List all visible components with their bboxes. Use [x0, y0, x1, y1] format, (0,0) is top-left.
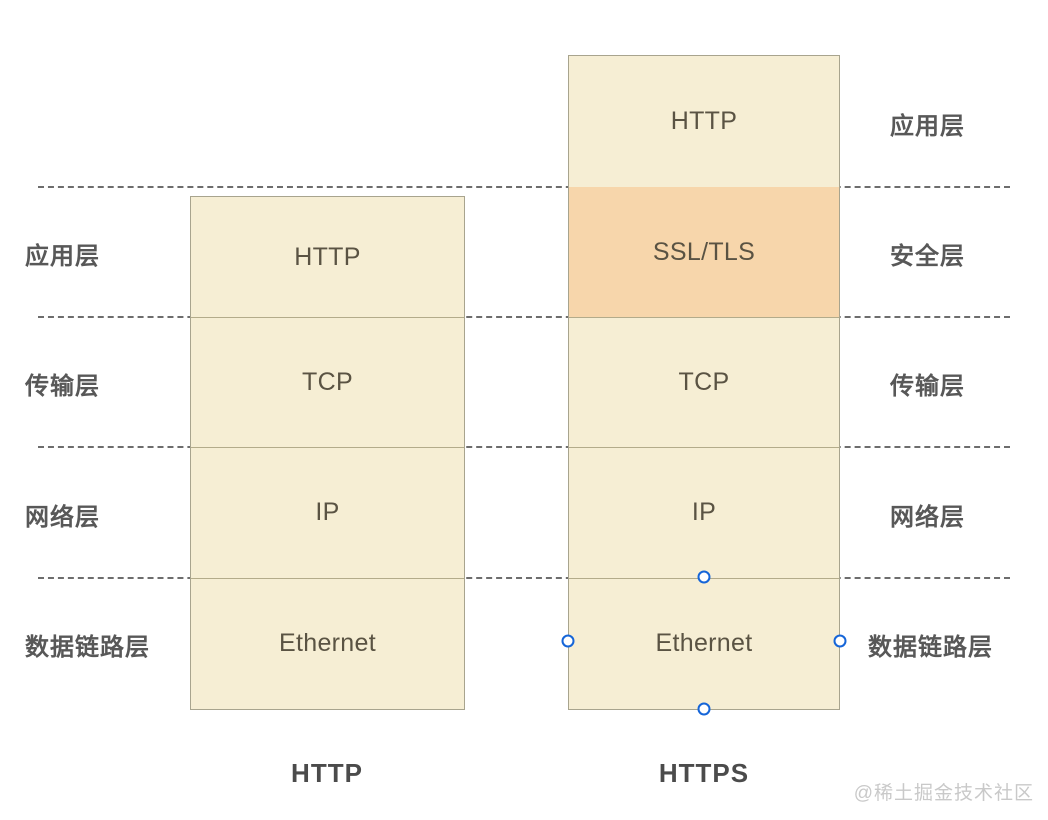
selection-handle-top[interactable] — [697, 570, 711, 584]
selection-handle-right[interactable] — [833, 634, 847, 648]
selection-handle-left[interactable] — [561, 634, 575, 648]
https-stack-layer-ssl-tls[interactable]: SSL/TLS — [569, 187, 839, 317]
https-stack-layer-tcp[interactable]: TCP — [678, 367, 730, 396]
right-label-network: 网络层 — [890, 504, 965, 531]
https-stack-layer-ethernet[interactable]: Ethernet — [655, 629, 753, 657]
left-label-application: 应用层 — [25, 243, 100, 270]
watermark-text: @稀土掘金技术社区 — [853, 783, 1034, 804]
https-protocol-stack[interactable]: HTTP SSL/TLS TCP IP Ethernet — [568, 55, 840, 710]
divider-line-3 — [38, 446, 1010, 448]
left-label-transport: 传输层 — [25, 373, 100, 400]
http-stack-layer-tcp[interactable]: TCP — [302, 367, 353, 396]
left-label-datalink: 数据链路层 — [25, 634, 150, 661]
caption-http: HTTP — [291, 758, 363, 788]
selection-handle-bottom[interactable] — [697, 702, 711, 716]
https-stack-layer-ip[interactable]: IP — [691, 498, 717, 526]
divider-line-2 — [38, 316, 1010, 318]
https-stack-separator-3 — [569, 447, 839, 448]
http-stack-separator-2 — [191, 447, 464, 448]
right-label-security: 安全层 — [890, 243, 965, 270]
http-protocol-stack[interactable]: HTTP TCP IP Ethernet — [190, 196, 465, 710]
right-label-datalink: 数据链路层 — [868, 634, 993, 661]
left-label-network: 网络层 — [25, 504, 100, 531]
https-stack-separator-2 — [569, 317, 839, 318]
http-stack-layer-ip[interactable]: IP — [315, 498, 340, 526]
right-label-application: 应用层 — [890, 113, 965, 140]
right-label-transport: 传输层 — [890, 373, 965, 400]
http-stack-separator-3 — [191, 578, 464, 579]
caption-https: HTTPS — [658, 758, 750, 788]
divider-line-1 — [38, 186, 1010, 188]
http-stack-separator-1 — [191, 317, 464, 318]
https-stack-layer-http[interactable]: HTTP — [670, 107, 738, 135]
divider-line-4 — [38, 577, 1010, 579]
http-stack-layer-http[interactable]: HTTP — [294, 242, 361, 271]
http-stack-layer-ethernet[interactable]: Ethernet — [279, 629, 376, 657]
